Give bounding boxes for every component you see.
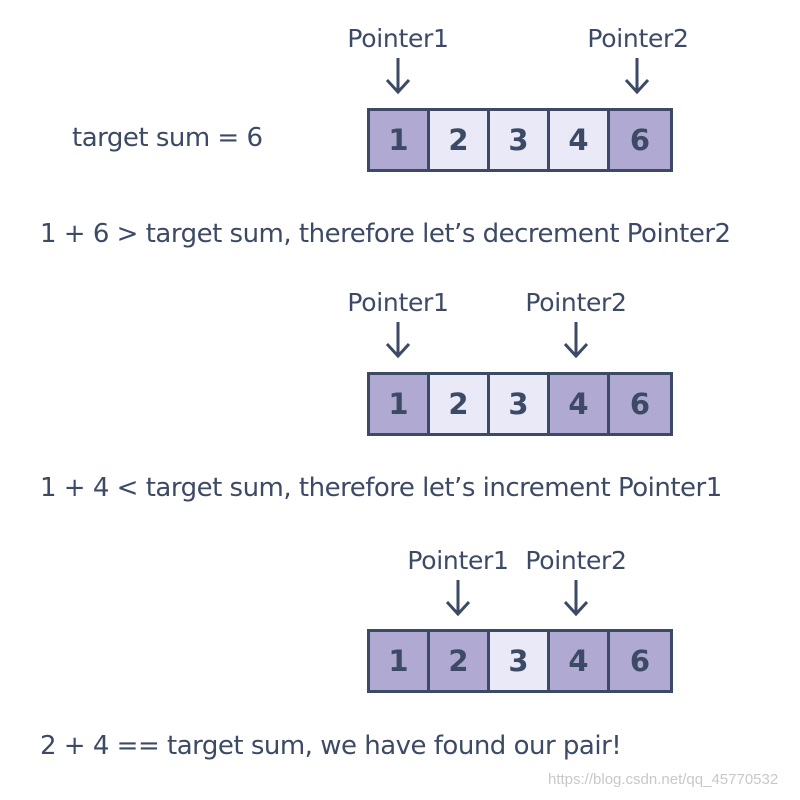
- step1-pointer2-label: Pointer2: [587, 24, 689, 53]
- step3-pointer1-arrow-icon: [445, 580, 471, 617]
- step3-pointer1-label: Pointer1: [407, 546, 509, 575]
- array-cell: 1: [370, 632, 430, 690]
- step2-pointer1-label: Pointer1: [347, 288, 449, 317]
- step1-caption: 1 + 6 > target sum, therefore let’s decr…: [40, 219, 731, 249]
- array-cell: 1: [370, 111, 430, 169]
- array-cell: 4: [550, 375, 610, 433]
- step2-caption: 1 + 4 < target sum, therefore let’s incr…: [40, 473, 722, 503]
- step2-array: 1 2 3 4 6: [367, 372, 673, 436]
- step1-pointer1-label: Pointer1: [347, 24, 449, 53]
- array-cell: 3: [490, 111, 550, 169]
- array-cell: 6: [610, 375, 670, 433]
- step1-array: 1 2 3 4 6: [367, 108, 673, 172]
- array-cell: 1: [370, 375, 430, 433]
- target-sum-label: target sum = 6: [72, 123, 263, 153]
- array-cell: 2: [430, 375, 490, 433]
- array-cell: 2: [430, 111, 490, 169]
- step2-pointer2-label: Pointer2: [525, 288, 627, 317]
- step3-pointer2-arrow-icon: [563, 580, 589, 617]
- step3-array: 1 2 3 4 6: [367, 629, 673, 693]
- array-cell: 4: [550, 632, 610, 690]
- array-cell: 4: [550, 111, 610, 169]
- step1-pointer2-arrow-icon: [624, 58, 650, 95]
- step2-pointer1-arrow-icon: [385, 322, 411, 359]
- array-cell: 6: [610, 111, 670, 169]
- step1-pointer1-arrow-icon: [385, 58, 411, 95]
- step3-pointer2-label: Pointer2: [525, 546, 627, 575]
- step2-pointer2-arrow-icon: [563, 322, 589, 359]
- array-cell: 3: [490, 375, 550, 433]
- array-cell: 2: [430, 632, 490, 690]
- step3-caption: 2 + 4 == target sum, we have found our p…: [40, 731, 622, 761]
- array-cell: 3: [490, 632, 550, 690]
- watermark-text: https://blog.csdn.net/qq_45770532: [548, 771, 779, 788]
- array-cell: 6: [610, 632, 670, 690]
